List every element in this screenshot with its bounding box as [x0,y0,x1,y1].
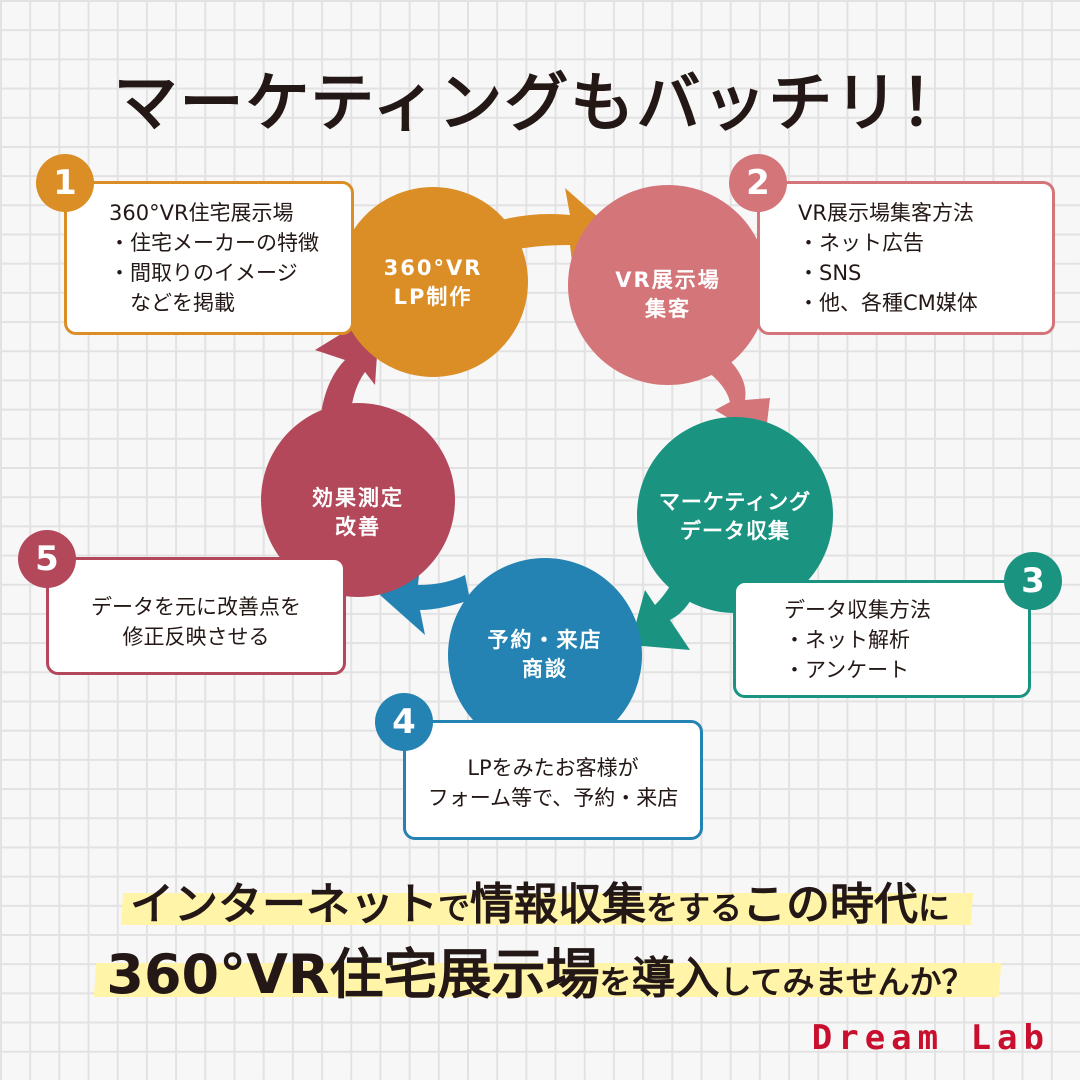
tagline-segment: に [918,889,951,927]
label-line: 効果測定 [312,486,404,510]
step-1-circle-label: 360°VR LP制作 [343,254,523,312]
label-line: 商談 [522,657,568,681]
step-4-circle [448,558,642,752]
tagline-segment: この時代 [742,879,918,930]
step-5-badge: 5 [18,530,76,588]
step-1-badge: 1 [36,154,94,212]
step-4-badge: 4 [375,693,433,751]
box-line: ・ネット広告 [798,231,924,255]
box-line: ・他、各種CM媒体 [798,291,978,315]
box-line: ・ネット解析 [784,628,910,652]
tagline-line-2: 360°VR住宅展示場を導入してみませんか？ [0,930,1080,1009]
tagline-segment: で [437,889,470,927]
step-3-box: データ収集方法 ・ネット解析 ・アンケート [733,580,1031,698]
tagline-segment: をする [645,889,742,927]
box-line: ・SNS [798,261,862,285]
box-line: ・住宅メーカーの特徴 [109,231,319,255]
step-2-circle-label: VR展示場集客 [578,266,758,324]
step-4-circle-label: 予約・来店商談 [455,626,635,684]
step-1-circle [338,187,528,377]
step-5-circle [261,403,455,597]
box-line: LPをみたお客様が [467,756,639,780]
label-line: VR展示場 [615,268,721,292]
label-line: データ収集 [680,519,790,543]
box-heading: データ収集方法 [784,598,931,622]
tagline-segment: を [599,963,632,1001]
label-line: 改善 [335,515,381,539]
box-line: フォーム等で、予約・来店 [427,786,679,810]
label-line: 予約・来店 [487,628,603,652]
step-3-circle-label: マーケティングデータ収集 [630,488,840,546]
box-line: データを元に改善点を [91,595,301,619]
step-5-box: データを元に改善点を 修正反映させる [46,557,346,675]
tagline-segment: 導入 [631,953,720,1004]
tagline-segment: してみませんか？ [719,963,974,1001]
box-heading: 360°VR住宅展示場 [109,201,294,225]
tagline-segment: インターネット [129,879,438,930]
step-2-box: VR展示場集客方法 ・ネット広告 ・SNS ・他、各種CM媒体 [757,181,1055,335]
page-title: マーケティングもバッチリ！ [113,67,967,141]
tagline-segment: 情報収集 [469,879,646,930]
tagline-line-1: インターネットで情報収集をするこの時代に [0,868,1080,932]
label-line: 集客 [645,297,691,321]
step-2-badge: 2 [729,154,787,212]
step-4-box: LPをみたお客様が フォーム等で、予約・来店 [403,720,703,840]
step-2-circle [568,185,768,385]
box-line: などを掲載 [109,291,235,315]
label-line: 360°VR [383,256,483,280]
box-line: ・間取りのイメージ [109,261,298,285]
box-line: ・アンケート [784,658,910,682]
label-line: マーケティング [658,490,812,514]
dream-lab-logo: Dream Lab [811,1018,1050,1058]
box-heading: VR展示場集客方法 [798,201,974,225]
step-5-circle-label: 効果測定改善 [268,484,448,542]
label-line: LP制作 [393,285,473,309]
step-3-circle [637,417,833,613]
box-line: 修正反映させる [122,625,270,649]
tagline-segment: 360°VR住宅展示場 [106,943,600,1006]
step-1-box: 360°VR住宅展示場 ・住宅メーカーの特徴 ・間取りのイメージ などを掲載 [64,181,354,335]
step-3-badge: 3 [1004,552,1062,610]
